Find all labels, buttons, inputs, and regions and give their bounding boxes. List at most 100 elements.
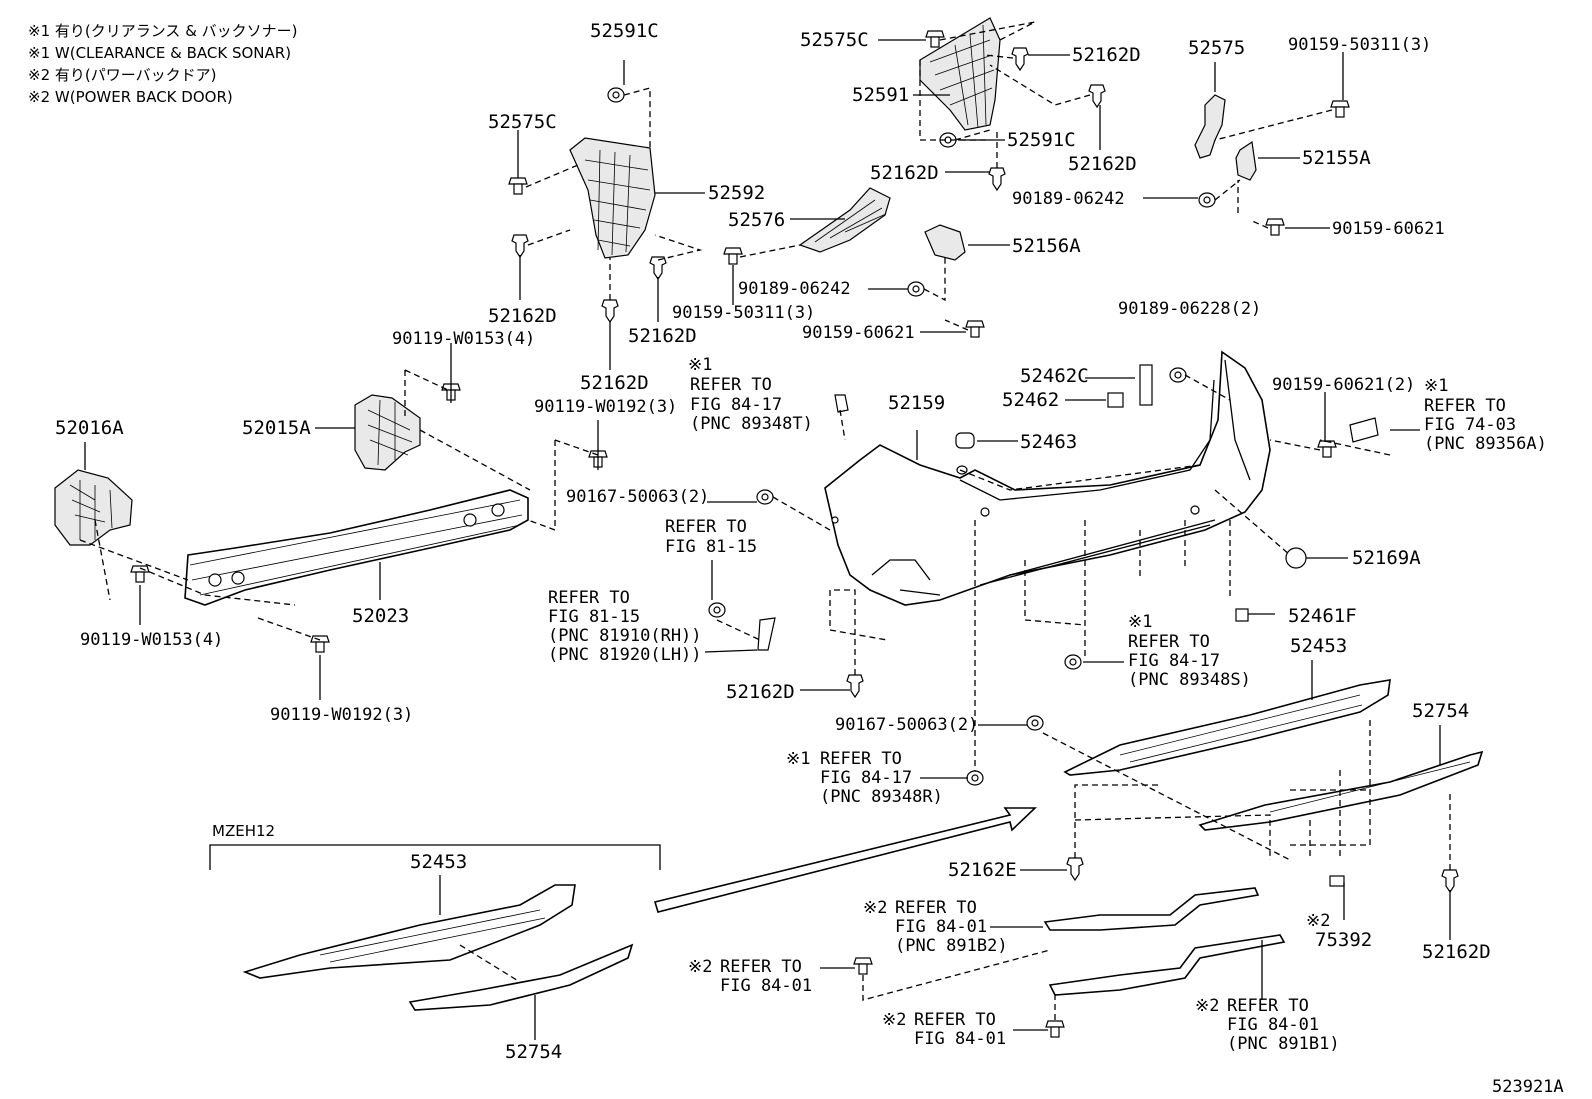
svg-text:FIG 81-15: FIG 81-15 bbox=[665, 537, 757, 557]
svg-text:(PNC 81920(LH)): (PNC 81920(LH)) bbox=[548, 645, 702, 665]
svg-text:(PNC 89356A): (PNC 89356A) bbox=[1424, 434, 1547, 454]
cap-52169A bbox=[1285, 547, 1307, 569]
sensor-89348T bbox=[834, 394, 849, 413]
label-52453-a: 52453 bbox=[1290, 635, 1347, 657]
pad-52461F bbox=[1235, 608, 1249, 622]
label-52162D-e: 52162D bbox=[1068, 153, 1137, 175]
svg-text:FIG 84-17: FIG 84-17 bbox=[1128, 651, 1220, 671]
ref-89348T: ※1 REFER TO FIG 84-17 (PNC 89348T) bbox=[688, 355, 813, 434]
bracket-52576 bbox=[798, 187, 891, 253]
svg-text:(PNC 89348R): (PNC 89348R) bbox=[820, 787, 943, 807]
label-52162D-c: 52162D bbox=[580, 372, 649, 394]
clip-52162D-a bbox=[511, 234, 529, 258]
label-52015A: 52015A bbox=[242, 417, 311, 439]
svg-text:FIG 84-01: FIG 84-01 bbox=[720, 976, 812, 996]
svg-text:(PNC 891B1): (PNC 891B1) bbox=[1227, 1034, 1340, 1054]
legend: ※1 有り(クリアランス & バックソナー) ※1 W(CLEARANCE & … bbox=[28, 22, 298, 106]
label-90189-06228: 90189-06228(2) bbox=[1118, 299, 1261, 319]
label-90119-W0192-a: 90119-W0192(3) bbox=[534, 397, 677, 417]
nut-90167-50063-a bbox=[756, 489, 774, 505]
bumper-cover-group bbox=[704, 350, 1420, 780]
reinforcement-group bbox=[54, 343, 608, 700]
label-52462: 52462 bbox=[1002, 389, 1059, 411]
svg-text:(PNC 891B2): (PNC 891B2) bbox=[895, 936, 1008, 956]
clip-52575C-a bbox=[508, 177, 528, 195]
svg-text:(PNC 81910(RH)): (PNC 81910(RH)) bbox=[548, 626, 702, 646]
clip-52162D-f bbox=[988, 167, 1006, 191]
label-52162D-a: 52162D bbox=[488, 305, 557, 327]
clip-52162D-h bbox=[1441, 869, 1459, 893]
svg-text:※1: ※1 bbox=[1128, 612, 1152, 632]
bracket-52575 bbox=[1194, 94, 1226, 159]
svg-text:REFER TO: REFER TO bbox=[690, 375, 772, 395]
svg-text:※1: ※1 bbox=[786, 749, 810, 769]
bracket-52155A bbox=[1235, 140, 1257, 181]
ref-fig-81-15-a: REFER TO FIG 81-15 bbox=[665, 517, 757, 557]
bolt-90159-60621-b bbox=[965, 320, 985, 338]
clip-52591C-a bbox=[607, 87, 625, 103]
label-90189-06242-b: 90189-06242 bbox=[738, 279, 851, 299]
svg-text:※2: ※2 bbox=[688, 957, 712, 977]
label-52575: 52575 bbox=[1188, 37, 1245, 59]
label-52576: 52576 bbox=[728, 209, 785, 231]
bolt-90159-60621-a bbox=[1265, 218, 1285, 236]
svg-text:FIG 81-15: FIG 81-15 bbox=[548, 607, 640, 627]
clip-75392 bbox=[1329, 875, 1345, 887]
svg-text:REFER TO: REFER TO bbox=[1227, 996, 1309, 1016]
label-52462C: 52462C bbox=[1020, 365, 1089, 387]
svg-text:※1: ※1 bbox=[1424, 376, 1448, 396]
bracket-52592-group bbox=[508, 60, 705, 370]
svg-text:REFER TO: REFER TO bbox=[914, 1010, 996, 1030]
label-52162D-d: 52162D bbox=[1072, 44, 1141, 66]
bracket-52575-group bbox=[868, 52, 1350, 338]
svg-text:※2: ※2 bbox=[1195, 996, 1219, 1016]
label-52023: 52023 bbox=[352, 605, 409, 627]
molding-52453-b bbox=[242, 884, 576, 979]
label-52463: 52463 bbox=[1020, 431, 1077, 453]
label-90119-W0153-b: 90119-W0153(4) bbox=[80, 630, 223, 650]
label-52575C-a: 52575C bbox=[488, 111, 557, 133]
svg-text:REFER TO: REFER TO bbox=[548, 588, 630, 608]
pad-52462 bbox=[1107, 392, 1124, 408]
svg-text:FIG 84-17: FIG 84-17 bbox=[690, 395, 782, 415]
nut-90189-06242-b bbox=[907, 281, 925, 297]
molding-52453-a bbox=[1063, 679, 1391, 776]
clip-52162D-d bbox=[1011, 47, 1029, 71]
molding-52754-b bbox=[408, 943, 634, 1011]
label-52162D-b: 52162D bbox=[628, 325, 697, 347]
lower-moldings-group bbox=[820, 610, 1484, 1038]
svg-text:REFER TO: REFER TO bbox=[895, 898, 977, 918]
pad-52463 bbox=[955, 432, 975, 449]
svg-text:(PNC 89348T): (PNC 89348T) bbox=[690, 414, 813, 434]
label-90119-W0153-a: 90119-W0153(4) bbox=[392, 329, 535, 349]
svg-text:FIG 84-01: FIG 84-01 bbox=[1227, 1015, 1319, 1035]
svg-text:FIG 74-03: FIG 74-03 bbox=[1424, 415, 1516, 435]
direction-arrow bbox=[653, 807, 1037, 913]
label-75392: 75392 bbox=[1315, 929, 1372, 951]
note-75392-mark: ※2 bbox=[1306, 911, 1330, 931]
bracket-52156A bbox=[924, 224, 966, 261]
label-52016A: 52016A bbox=[55, 417, 124, 439]
ref-89356A: ※1 REFER TO FIG 74-03 (PNC 89356A) bbox=[1424, 376, 1547, 454]
label-90159-60621-a: 90159-60621 bbox=[1332, 219, 1445, 239]
clip-52162D-b bbox=[649, 256, 667, 280]
harness-891B2 bbox=[1043, 887, 1260, 931]
label-52162D-f: 52162D bbox=[870, 162, 939, 184]
label-52162D-h: 52162D bbox=[1422, 941, 1491, 963]
label-52592: 52592 bbox=[708, 182, 765, 204]
svg-text:REFER TO: REFER TO bbox=[1128, 632, 1210, 652]
bolt-90119-W0192-b bbox=[310, 635, 330, 653]
clip-52162D-c bbox=[601, 299, 619, 323]
bolt-90159-50311-a bbox=[1330, 100, 1350, 118]
label-52453-b: 52453 bbox=[410, 851, 467, 873]
label-52162E: 52162E bbox=[948, 859, 1017, 881]
svg-text:FIG 84-01: FIG 84-01 bbox=[914, 1029, 1006, 1049]
svg-text:REFER TO: REFER TO bbox=[1424, 396, 1506, 416]
clip-81-15 bbox=[708, 602, 726, 618]
label-90159-60621-b: 90159-60621 bbox=[802, 323, 915, 343]
svg-text:FIG 84-01: FIG 84-01 bbox=[895, 917, 987, 937]
svg-text:REFER TO: REFER TO bbox=[820, 749, 902, 769]
diagram-id: 523921A bbox=[1492, 1077, 1564, 1097]
label-52591: 52591 bbox=[852, 84, 909, 106]
